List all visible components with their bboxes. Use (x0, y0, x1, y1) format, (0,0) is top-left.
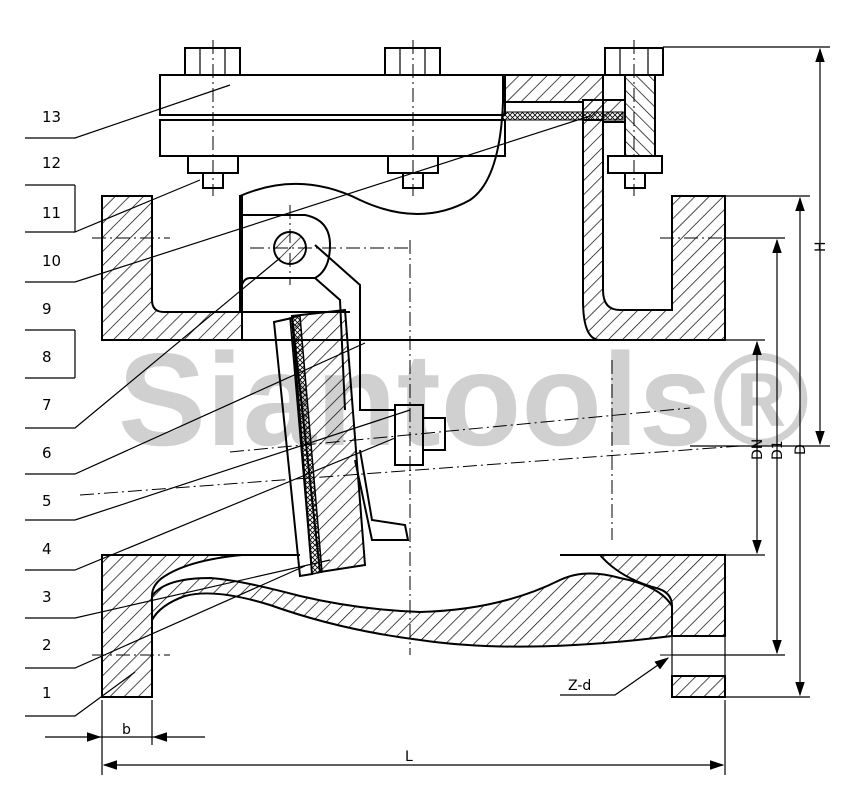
callout-1: 1 (42, 684, 52, 702)
callout-11: 11 (42, 204, 61, 222)
bonnet-cover (159, 74, 624, 157)
callout-9: 9 (42, 300, 52, 318)
dim-D1: D1 (770, 440, 786, 460)
watermark: Siantools® (118, 326, 809, 473)
dim-L: L (405, 749, 413, 765)
callout-12: 12 (42, 154, 61, 172)
callout-13: 13 (42, 108, 61, 126)
dim-Zd: Z-d (568, 678, 591, 694)
callout-3: 3 (42, 588, 52, 606)
body-bowl (151, 572, 673, 648)
callout-8: 8 (42, 348, 52, 366)
callout-2: 2 (42, 636, 52, 654)
callout-7: 7 (42, 396, 52, 414)
dim-DN: DN (750, 439, 766, 460)
dim-b: b (122, 722, 131, 738)
callout-labels: 13 12 11 10 9 8 7 6 5 4 3 2 1 (42, 108, 61, 702)
dim-H: H (813, 241, 829, 252)
dim-D: D (793, 444, 809, 455)
dimension-lines: H D D1 DN L b Z-d (45, 46, 830, 775)
callout-10: 10 (42, 252, 61, 270)
leader-lines (25, 84, 741, 717)
callout-4: 4 (42, 540, 52, 558)
callout-5: 5 (42, 492, 52, 510)
callout-6: 6 (42, 444, 52, 462)
